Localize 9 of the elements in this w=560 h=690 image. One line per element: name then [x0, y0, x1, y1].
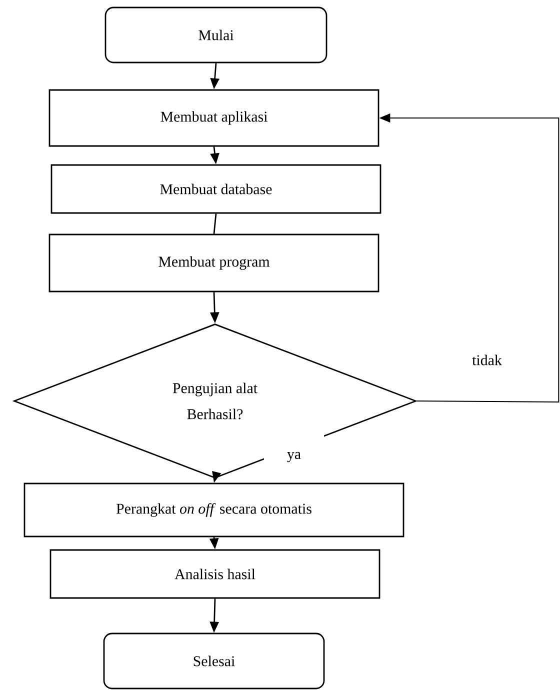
- process-box: Membuat aplikasi: [48, 89, 380, 147]
- process-box: Analisis hasil: [50, 549, 380, 599]
- terminator-box: Mulai: [104, 6, 328, 64]
- process-box: Perangkat on off secara otomatis: [24, 482, 404, 538]
- edge-label: ya: [264, 435, 324, 479]
- edge-label: tidak: [472, 354, 502, 366]
- process-box: Membuat database: [50, 164, 382, 214]
- terminator-box: Selesai: [103, 632, 325, 690]
- process-box: Membuat program: [48, 234, 380, 292]
